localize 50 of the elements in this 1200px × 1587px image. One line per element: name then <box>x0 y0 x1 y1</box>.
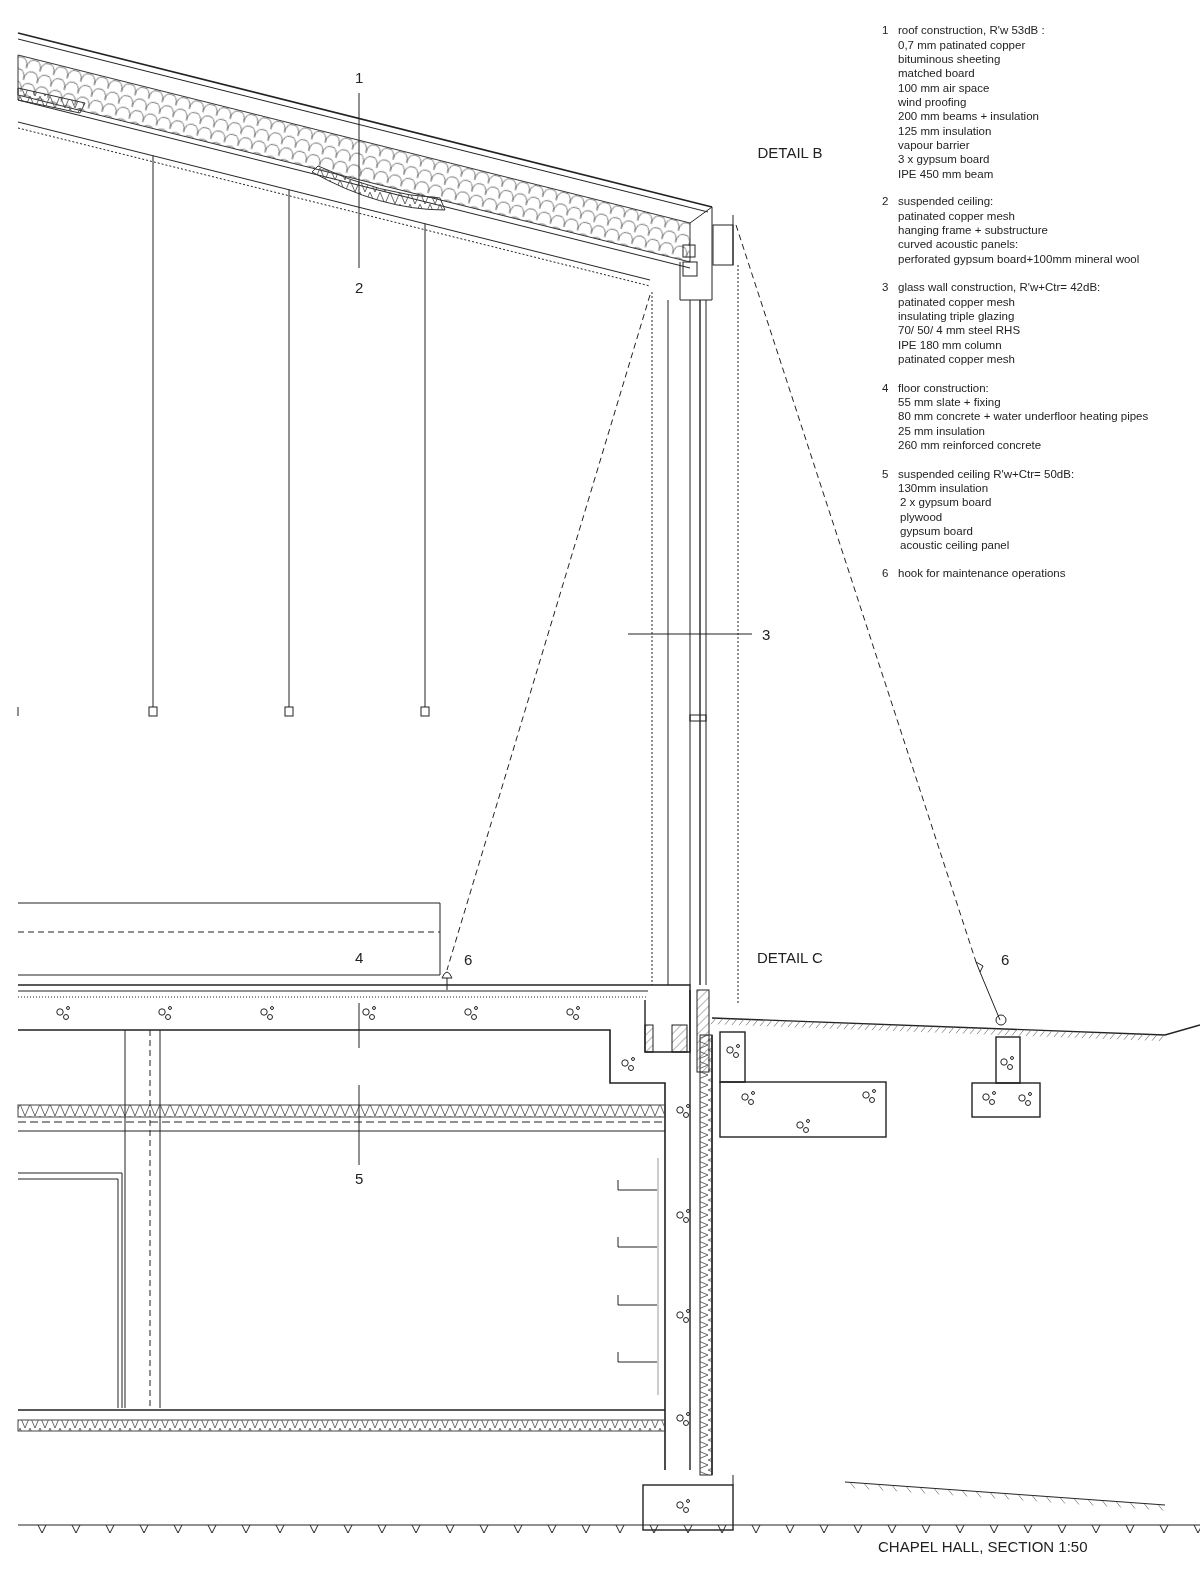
callout-number: 2 <box>355 279 364 295</box>
spec-number: 6 <box>882 567 889 580</box>
spec-text: glass wall construction, R'w+Ctr= 42dB: <box>898 282 1101 294</box>
spec-text: roof construction, R'w 53dB : <box>898 25 1045 37</box>
spec-text: acoustic ceiling panel <box>900 540 1010 552</box>
detail-label: DETAIL B <box>757 144 823 160</box>
detail-label: DETAIL C <box>757 949 823 965</box>
spec-text: IPE 450 mm beam <box>898 168 994 181</box>
spec-text: wind proofing <box>898 96 967 109</box>
spec-number: 1 <box>882 25 889 37</box>
spec-number: 3 <box>882 282 889 294</box>
spec-text: 80 mm concrete + water underfloor heating pipes <box>898 411 1149 423</box>
spec-text: insulating triple glazing <box>898 311 1015 323</box>
spec-number: 4 <box>882 382 889 395</box>
spec-text: 55 mm slate + fixing <box>898 396 1001 409</box>
callout-number: 1 <box>355 69 364 85</box>
spec-text: patinated copper mesh <box>898 210 1015 223</box>
callout-number: 3 <box>762 626 771 642</box>
spec-text: 3 x gypsum board <box>898 154 990 166</box>
spec-number: 5 <box>882 468 889 481</box>
spec-text: suspended ceiling: <box>898 196 994 208</box>
spec-text: patinated copper mesh <box>898 296 1015 309</box>
spec-text: matched board <box>898 68 975 80</box>
spec-text: patinated copper mesh <box>898 354 1015 366</box>
spec-text: floor construction: <box>898 382 989 395</box>
spec-text: plywood <box>900 511 943 524</box>
spec-text: 25 mm insulation <box>898 425 985 438</box>
callout-number: 5 <box>355 1170 364 1186</box>
spec-text: 2 x gypsum board <box>900 497 992 509</box>
spec-text: 70/ 50/ 4 mm steel RHS <box>898 325 1021 337</box>
spec-text: IPE 180 mm column <box>898 339 1002 352</box>
spec-text: gypsum board <box>900 525 973 538</box>
spec-text: perforated gypsum board+100mm mineral wool <box>898 253 1140 266</box>
spec-text: 200 mm beams + insulation <box>898 111 1039 123</box>
spec-text: 0,7 mm patinated copper <box>898 39 1026 52</box>
spec-number: 2 <box>882 196 889 208</box>
spec-text: 130mm insulation <box>898 482 989 495</box>
spec-text: 100 mm air space <box>898 82 990 95</box>
spec-text: 125 mm insulation <box>898 125 992 138</box>
spec-text: vapour barrier <box>898 139 970 152</box>
callout-number: 6 <box>1001 951 1010 967</box>
caption: CHAPEL HALL, SECTION 1:50 <box>878 1538 1088 1554</box>
callout-number: 4 <box>355 949 364 965</box>
spec-text: curved acoustic panels: <box>898 239 1019 251</box>
spec-text: hook for maintenance operations <box>898 567 1066 580</box>
spec-text: hanging frame + substructure <box>898 225 1048 237</box>
spec-text: 260 mm reinforced concrete <box>898 439 1042 452</box>
spec-text: suspended ceiling R'w+Ctr= 50dB: <box>898 468 1075 481</box>
spec-text: bituminous sheeting <box>898 54 1001 66</box>
callout-number: 6 <box>464 951 473 967</box>
